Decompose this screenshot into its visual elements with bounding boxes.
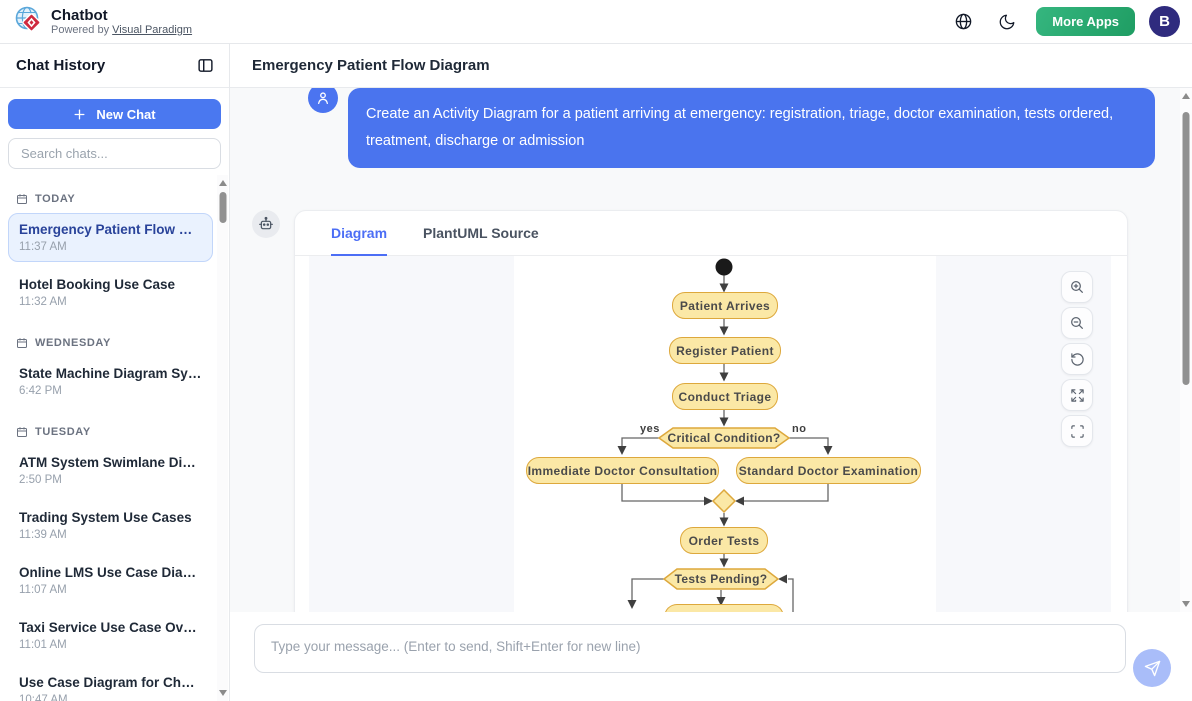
main-scrollbar[interactable] [1180, 88, 1192, 612]
chat-list: TODAY Emergency Patient Flow Dia... 11:3… [0, 175, 229, 701]
calendar-icon [17, 427, 27, 437]
brand: Chatbot Powered by Visual Paradigm [14, 5, 192, 39]
diagram-response-card: Diagram PlantUML Source [294, 210, 1128, 612]
sidebar-header: Chat History [0, 44, 229, 88]
scroll-up-icon[interactable] [1182, 93, 1190, 99]
send-button[interactable] [1133, 649, 1171, 687]
decision-label: Critical Condition? [667, 431, 781, 445]
activity-node-clipped [664, 604, 784, 612]
chat-item[interactable]: Use Case Diagram for Check... 10:47 AM [19, 675, 202, 701]
main-panel: Emergency Patient Flow Diagram Create an… [230, 44, 1192, 701]
chat-messages-area: Create an Activity Diagram for a patient… [230, 88, 1192, 612]
start-node [715, 258, 733, 276]
top-actions: More Apps B [948, 6, 1180, 37]
section-header-wednesday: WEDNESDAY [8, 329, 213, 357]
scroll-down-icon[interactable] [218, 690, 227, 696]
activity-node: Register Patient [669, 337, 781, 364]
sidebar-scrollbar[interactable] [217, 175, 228, 701]
message-composer [230, 612, 1192, 701]
visual-paradigm-logo-icon [14, 5, 43, 39]
message-input[interactable] [255, 625, 1125, 672]
chat-item[interactable]: Taxi Service Use Case Overvi... 11:01 AM [19, 620, 202, 651]
user-message-bubble: Create an Activity Diagram for a patient… [348, 88, 1155, 168]
reset-view-button[interactable] [1061, 343, 1093, 375]
activity-node: Patient Arrives [672, 292, 778, 319]
user-account-avatar[interactable]: B [1149, 6, 1180, 37]
chat-item[interactable]: Online LMS Use Case Diagram 11:07 AM [19, 565, 202, 596]
scroll-up-icon[interactable] [218, 180, 227, 186]
section-header-tuesday: TUESDAY [8, 418, 213, 446]
zoom-in-icon [1071, 281, 1083, 293]
user-message-avatar [308, 88, 338, 113]
more-apps-button[interactable]: More Apps [1036, 7, 1135, 36]
sidebar-controls: New Chat [0, 88, 229, 169]
tab-diagram[interactable]: Diagram [331, 211, 388, 256]
conversation-header: Emergency Patient Flow Diagram [230, 44, 1192, 88]
person-icon [318, 92, 328, 104]
decision-tests-pending [662, 568, 780, 590]
sidebar-scrollbar-thumb[interactable] [219, 192, 226, 223]
bot-avatar [252, 210, 280, 238]
guard-no-label: no [792, 423, 807, 435]
visual-paradigm-link[interactable]: Visual Paradigm [112, 23, 193, 36]
expand-button[interactable] [1061, 379, 1093, 411]
diagram-tabs: Diagram PlantUML Source [295, 211, 1127, 256]
fullscreen-button[interactable] [1061, 415, 1093, 447]
activity-diagram-canvas: Patient Arrives Register Patient Conduct… [514, 256, 936, 612]
main-scrollbar-thumb[interactable] [1182, 112, 1190, 385]
robot-icon [259, 216, 273, 230]
expand-arrows-icon [1070, 388, 1084, 402]
chat-item[interactable]: Hotel Booking Use Case 11:32 AM [19, 277, 176, 308]
message-input-container [254, 624, 1126, 673]
guard-yes-label: yes [640, 423, 660, 435]
chat-item[interactable]: State Machine Diagram Sym... 6:42 PM [19, 366, 202, 397]
zoom-in-button[interactable] [1061, 271, 1093, 303]
activity-node: Immediate Doctor Consultation [526, 457, 719, 484]
activity-node: Standard Doctor Examination [736, 457, 921, 484]
calendar-icon [17, 338, 27, 348]
send-paper-plane-icon [1144, 660, 1160, 676]
diagram-zoom-controls [1061, 271, 1093, 447]
section-header-today: TODAY [8, 185, 213, 213]
fullscreen-brackets-icon [1070, 424, 1084, 438]
decision-label: Tests Pending? [674, 572, 768, 586]
activity-node: Conduct Triage [672, 383, 778, 410]
scroll-down-icon[interactable] [1182, 601, 1190, 607]
plus-icon [74, 109, 85, 119]
chat-item-selected[interactable]: Emergency Patient Flow Dia... 11:37 AM [8, 213, 213, 262]
zoom-out-icon [1071, 317, 1083, 329]
language-globe-button[interactable] [948, 7, 978, 37]
chat-item[interactable]: ATM System Swimlane Diagr... 2:50 PM [19, 455, 202, 486]
collapse-sidebar-icon[interactable] [193, 54, 217, 78]
activity-node: Order Tests [680, 527, 768, 554]
sidebar-title: Chat History [16, 57, 106, 74]
merge-diamond [711, 488, 737, 514]
top-bar: Chatbot Powered by Visual Paradigm More … [0, 0, 1192, 44]
diagram-connectors [617, 258, 833, 612]
diagram-viewport[interactable]: Patient Arrives Register Patient Conduct… [309, 256, 1111, 612]
new-chat-button[interactable]: New Chat [8, 99, 221, 129]
reset-rotate-icon [1070, 352, 1084, 366]
chat-item[interactable]: Trading System Use Cases 11:39 AM [19, 510, 192, 541]
chat-history-sidebar: Chat History New Chat TODAY Emergency Pa… [0, 44, 230, 701]
zoom-out-button[interactable] [1061, 307, 1093, 339]
app-title: Chatbot [51, 6, 108, 24]
tab-plantuml-source[interactable]: PlantUML Source [423, 224, 539, 241]
search-chats-input[interactable] [8, 138, 221, 169]
brand-text: Chatbot Powered by Visual Paradigm [51, 7, 192, 37]
conversation-title: Emergency Patient Flow Diagram [252, 57, 490, 74]
dark-mode-moon-button[interactable] [992, 7, 1022, 37]
powered-by: Powered by Visual Paradigm [51, 23, 193, 36]
decision-critical-condition [657, 427, 791, 449]
calendar-icon [17, 194, 27, 204]
